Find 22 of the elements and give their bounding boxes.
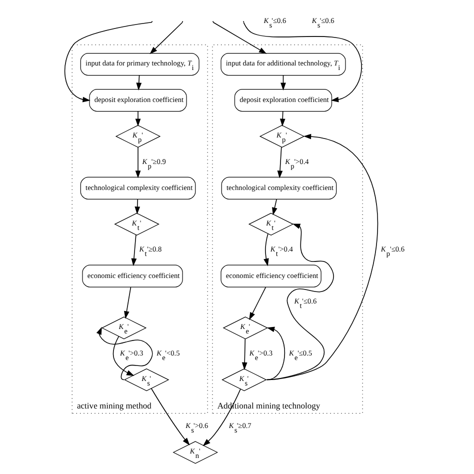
- arrow: [112, 336, 134, 376]
- arrow: [96, 326, 153, 380]
- arrow: [150, 22, 183, 54]
- arrow: [135, 147, 141, 178]
- arrow: [134, 198, 140, 214]
- arrow: [135, 110, 141, 126]
- arrow: [249, 286, 266, 320]
- arrow: [272, 198, 278, 216]
- arrow: [150, 388, 190, 446]
- arrow: [242, 338, 248, 370]
- arrow: [266, 134, 378, 380]
- arrow: [131, 234, 137, 266]
- arrow: [266, 326, 286, 380]
- arrow: [124, 286, 132, 319]
- arrow: [136, 74, 142, 90]
- arrow: [266, 224, 334, 380]
- arrow: [64, 22, 152, 102]
- arrow: [212, 22, 267, 54]
- arrow: [264, 233, 269, 266]
- arrow: [277, 146, 283, 178]
- arrow: [202, 388, 241, 446]
- arrow: [243, 22, 362, 102]
